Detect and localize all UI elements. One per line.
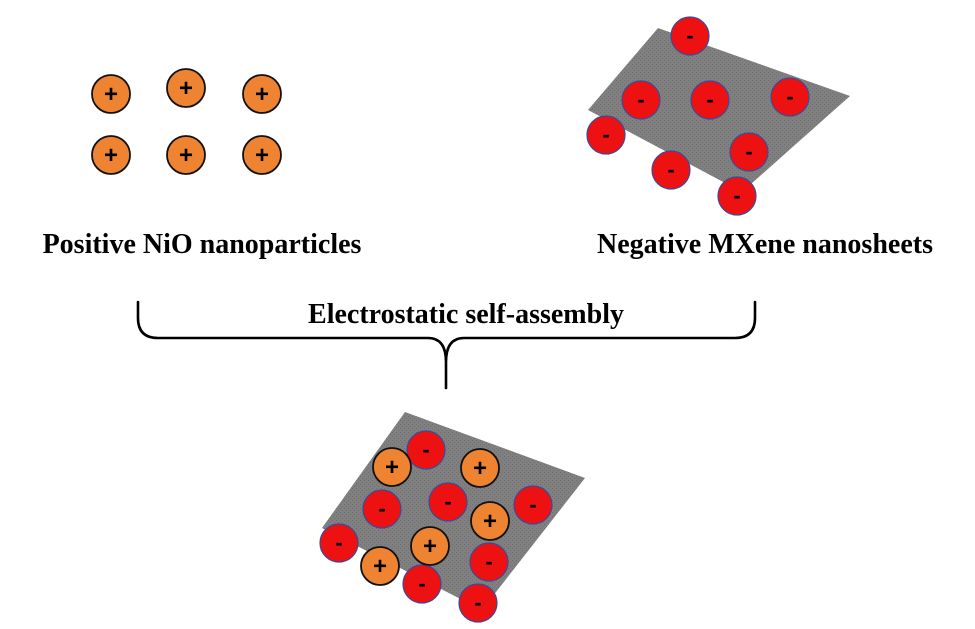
nio-particle: + <box>460 448 500 488</box>
mxene-particle: - <box>319 523 359 563</box>
negative-label: Negative MXene nanosheets <box>597 229 933 260</box>
mxene-particle-circle <box>670 16 710 56</box>
nio-particle-circle <box>242 74 282 114</box>
mxene-particle: - <box>586 115 626 155</box>
nio-particle: + <box>91 74 131 114</box>
mxene-particle: - <box>402 564 442 604</box>
nio-nanoparticles-group: + + + + + + <box>91 68 282 175</box>
mxene-particle-circle <box>428 482 468 522</box>
nio-particle-circle <box>460 448 500 488</box>
nio-particle: + <box>360 546 400 586</box>
mxene-particle-circle <box>621 80 661 120</box>
nio-particle-circle <box>166 135 206 175</box>
nio-particle-circle <box>372 447 412 487</box>
minus-sign: - <box>529 492 536 517</box>
mxene-particle: - <box>717 176 757 216</box>
minus-sign: - <box>706 87 713 112</box>
plus-sign: + <box>255 142 269 169</box>
nio-particle: + <box>242 74 282 114</box>
nio-particle-circle <box>91 74 131 114</box>
nio-particle-circle <box>166 68 206 108</box>
mxene-particle-circle <box>729 132 769 172</box>
minus-sign: - <box>418 571 425 596</box>
plus-sign: + <box>104 81 118 108</box>
minus-sign: - <box>745 139 752 164</box>
mxene-particle-circle <box>469 542 509 582</box>
mxene-particle: - <box>729 132 769 172</box>
minus-sign: - <box>686 23 693 48</box>
plus-sign: + <box>473 455 487 482</box>
nio-particle-circle <box>242 135 282 175</box>
plus-sign: + <box>385 454 399 481</box>
plus-sign: + <box>373 553 387 580</box>
mxene-particle: - <box>513 485 553 525</box>
nio-particle: + <box>166 68 206 108</box>
mxene-particle-circle <box>651 150 691 190</box>
nio-particle: + <box>410 526 450 566</box>
mxene-particle: - <box>458 583 498 623</box>
mxene-particle: - <box>651 150 691 190</box>
minus-sign: - <box>485 549 492 574</box>
composite-group: --------+++++ <box>319 412 585 623</box>
process-label: Electrostatic self-assembly <box>308 299 624 330</box>
plus-sign: + <box>179 75 193 102</box>
nio-particle-circle <box>410 526 450 566</box>
mxene-particle-circle <box>402 564 442 604</box>
mxene-particle-circle <box>770 77 810 117</box>
minus-sign: - <box>667 157 674 182</box>
minus-sign: - <box>602 122 609 147</box>
mxene-particle-circle <box>406 430 446 470</box>
plus-sign: + <box>423 533 437 560</box>
minus-sign: - <box>335 530 342 555</box>
mxene-particle: - <box>690 80 730 120</box>
mxene-particle-circle <box>586 115 626 155</box>
positive-label: Positive NiO nanoparticles <box>43 229 362 260</box>
minus-sign: - <box>786 84 793 109</box>
nio-particle: + <box>242 135 282 175</box>
mxene-particle: - <box>428 482 468 522</box>
mxene-particle: - <box>469 542 509 582</box>
nio-particle: + <box>91 135 131 175</box>
mxene-particle: - <box>770 77 810 117</box>
minus-sign: - <box>474 590 481 615</box>
nio-particle: + <box>372 447 412 487</box>
nio-particle-circle <box>91 135 131 175</box>
minus-sign: - <box>378 496 385 521</box>
nio-particle: + <box>166 135 206 175</box>
mxene-particle-circle <box>458 583 498 623</box>
mxene-particle-circle <box>319 523 359 563</box>
mxene-particle-circle <box>362 489 402 529</box>
mxene-particle-circle <box>513 485 553 525</box>
plus-sign: + <box>179 142 193 169</box>
mxene-particle-circle <box>717 176 757 216</box>
mxene-particle: - <box>362 489 402 529</box>
nio-particle: + <box>470 501 510 541</box>
minus-sign: - <box>444 489 451 514</box>
mxene-particle-circle <box>690 80 730 120</box>
brace <box>136 300 757 390</box>
nio-particle-circle <box>360 546 400 586</box>
mxene-particle: - <box>670 16 710 56</box>
plus-sign: + <box>255 81 269 108</box>
mxene-particle: - <box>621 80 661 120</box>
plus-sign: + <box>104 142 118 169</box>
minus-sign: - <box>733 183 740 208</box>
plus-sign: + <box>483 508 497 535</box>
mxene-nanosheet-group: -------- <box>586 16 850 216</box>
minus-sign: - <box>637 87 644 112</box>
nio-particle-circle <box>470 501 510 541</box>
minus-sign: - <box>422 437 429 462</box>
mxene-particle: - <box>406 430 446 470</box>
